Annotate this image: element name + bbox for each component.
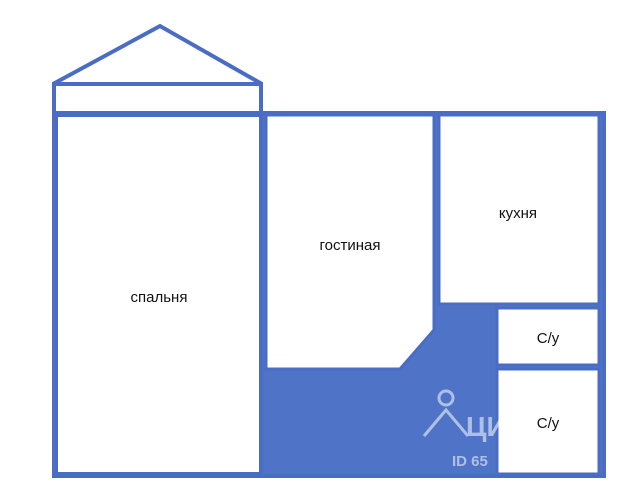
label-kitchen: кухня [499,205,537,222]
label-bedroom: спальня [131,289,188,306]
room-bath-1 [495,306,601,367]
room-bedroom [54,113,263,476]
balcony [52,23,263,114]
label-living: гостиная [320,237,381,254]
watermark-logo-icon [422,389,470,437]
label-bath-1: С/у [537,330,560,347]
watermark: ЦИАН ID 65 [422,389,547,470]
room-kitchen [437,113,601,306]
watermark-brand: ЦИАН [466,411,547,442]
watermark-id: ID 65 [452,453,488,470]
label-bath-2: С/у [537,415,560,432]
room-living [264,113,436,371]
room-bath-2 [495,367,601,476]
